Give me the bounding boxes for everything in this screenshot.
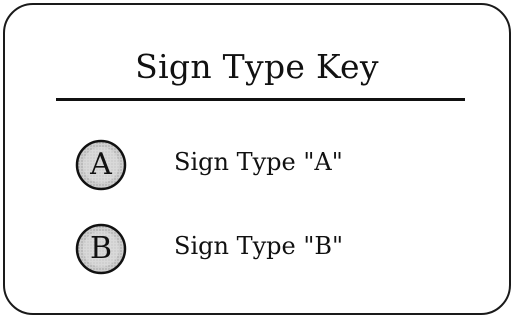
sign-type-key-panel: Sign Type Key A Sign Type "A" <box>3 3 511 315</box>
sign-type-a-badge-icon: A <box>75 139 127 191</box>
key-row-a: A Sign Type "A" <box>75 139 475 191</box>
sign-type-b-badge-icon: B <box>75 223 127 275</box>
key-row-b: B Sign Type "B" <box>75 223 475 275</box>
key-title: Sign Type Key <box>135 47 379 86</box>
badge-letter-a: A <box>90 147 112 182</box>
sign-type-a-label: Sign Type "A" <box>174 148 343 176</box>
badge-letter-b: B <box>89 231 113 266</box>
title-divider <box>56 98 465 101</box>
sign-type-b-label: Sign Type "B" <box>174 232 344 260</box>
